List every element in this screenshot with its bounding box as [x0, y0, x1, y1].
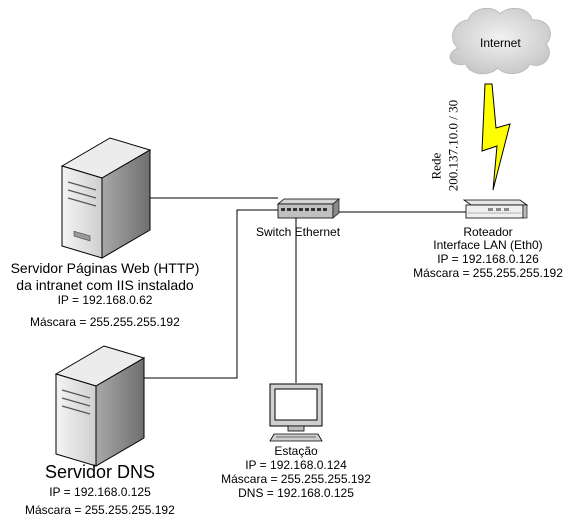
workstation-mask: Máscara = 255.255.255.192 [221, 472, 371, 486]
lightning-bolt-icon [481, 83, 511, 191]
dns-server-ip: IP = 192.168.0.125 [49, 485, 151, 499]
link-dns-switch [120, 209, 278, 379]
web-server-line2: da intranet com IIS instalado [16, 277, 194, 293]
router-ip: IP = 192.168.0.126 [437, 252, 539, 266]
dns-server-name: Servidor DNS [44, 462, 156, 482]
workstation-dns: DNS = 192.168.0.125 [238, 486, 354, 500]
web-server-ip: IP = 192.168.0.62 [57, 293, 153, 307]
internet-label: Internet [480, 36, 521, 50]
workstation-ip: IP = 192.168.0.124 [245, 458, 347, 472]
workstation-icon [269, 383, 323, 442]
router-interface: Interface LAN (Eth0) [433, 238, 543, 252]
switch-icon [276, 198, 341, 219]
dns-server-mask: Máscara = 255.255.255.192 [25, 503, 175, 517]
connection-lines [120, 197, 466, 383]
internet-cloud-icon [449, 7, 551, 75]
router-icon [462, 199, 529, 219]
workstation-name: Estação [274, 444, 318, 458]
dns-server-icon [54, 345, 146, 467]
web-server-line1: Servidor Páginas Web (HTTP) [10, 260, 200, 276]
router-mask: Máscara = 255.255.255.192 [413, 266, 563, 280]
router-name: Roteador [463, 225, 513, 239]
web-server-mask: Máscara = 255.255.255.192 [30, 315, 180, 329]
switch-label: Switch Ethernet [256, 225, 341, 239]
wan-network-line2: 200.137.10.0 / 30 [445, 99, 461, 192]
wan-network-line1: Rede [428, 152, 444, 180]
web-server-icon [60, 137, 152, 259]
